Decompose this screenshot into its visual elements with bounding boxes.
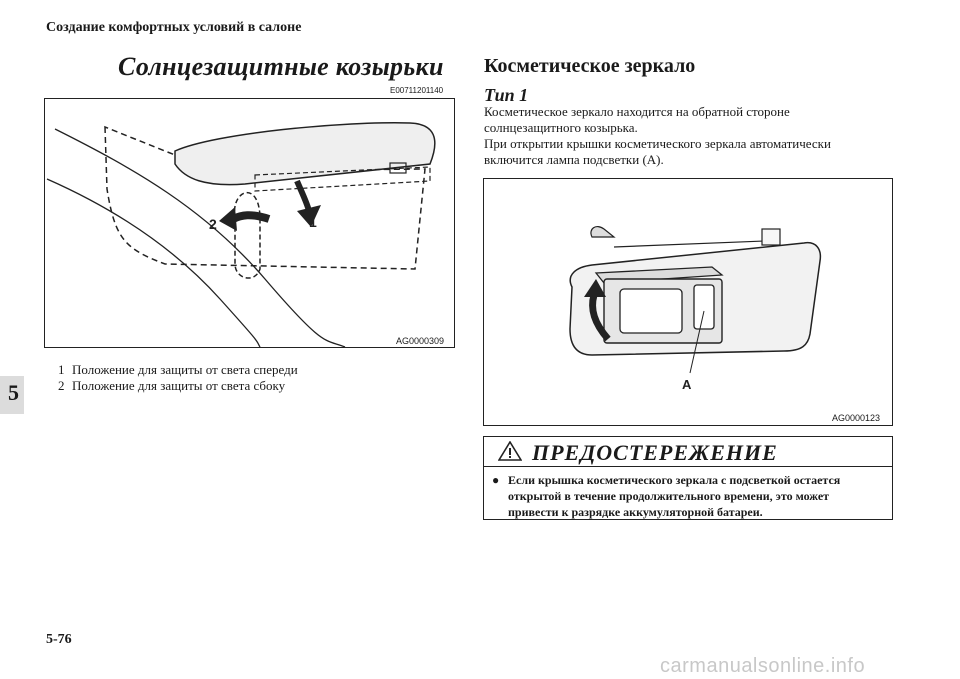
warning-line: привести к разрядке аккумуляторной батар… (508, 505, 763, 519)
paragraph-line: Косметическое зеркало находится на обрат… (484, 104, 790, 119)
legend-num: 1 (58, 362, 65, 377)
warning-title: ПРЕДОСТЕРЕЖЕНИЕ (532, 440, 778, 465)
vanity-mirror-figure: A (483, 178, 893, 426)
figure-label-2: 2 (209, 216, 217, 232)
figure-code-2: AG0000123 (832, 413, 881, 423)
description-paragraph: Косметическое зеркало находится на обрат… (484, 104, 904, 168)
warning-line: Если крышка косметического зеркала с под… (508, 473, 841, 487)
section-title-vanity-mirror: Косметическое зеркало (484, 55, 696, 77)
figure-code-1: AG0000309 (396, 336, 445, 346)
paragraph-line: включится лампа подсветки (A). (484, 152, 664, 167)
sun-visor-figure: 1 2 (44, 98, 455, 348)
warning-box: ПРЕДОСТЕРЕЖЕНИЕ ● Если крышка косметичес… (483, 436, 893, 520)
figure-legend: 1 Положение для защиты от света спереди 2… (58, 362, 298, 394)
legend-text: Положение для защиты от света спереди (72, 362, 298, 377)
section-title-sun-visors: Солнцезащитные козырьки (118, 52, 444, 81)
warning-line: открытой в течение продолжительного врем… (508, 489, 830, 503)
warning-header: ПРЕДОСТЕРЕЖЕНИЕ (484, 437, 892, 467)
legend-item: 1 Положение для защиты от света спереди (58, 362, 298, 378)
watermark: carmanualsonline.info (660, 655, 866, 677)
legend-text: Положение для защиты от света сбоку (72, 378, 286, 393)
figure-label-1: 1 (309, 214, 317, 230)
paragraph-line: солнцезащитного козырька. (484, 120, 638, 135)
warning-triangle-icon (498, 441, 522, 461)
vanity-mirror-illustration: A (569, 225, 822, 392)
chapter-tab (0, 376, 24, 414)
sun-visor-illustration: 1 2 (46, 122, 436, 347)
section-code: E00711201140 (390, 86, 444, 95)
legend-num: 2 (58, 378, 65, 393)
header-title: Создание комфортных условий в салоне (46, 20, 302, 35)
page-number: 5-76 (46, 632, 72, 647)
figure-label-a: A (682, 377, 692, 392)
paragraph-line: При открытии крышки косметического зерка… (484, 136, 831, 151)
type-label: Тип 1 (484, 85, 529, 105)
warning-text: Если крышка косметического зеркала с под… (508, 472, 878, 520)
bullet-icon: ● (492, 473, 500, 487)
chapter-number: 5 (8, 380, 19, 405)
legend-item: 2 Положение для защиты от света сбоку (58, 378, 298, 394)
